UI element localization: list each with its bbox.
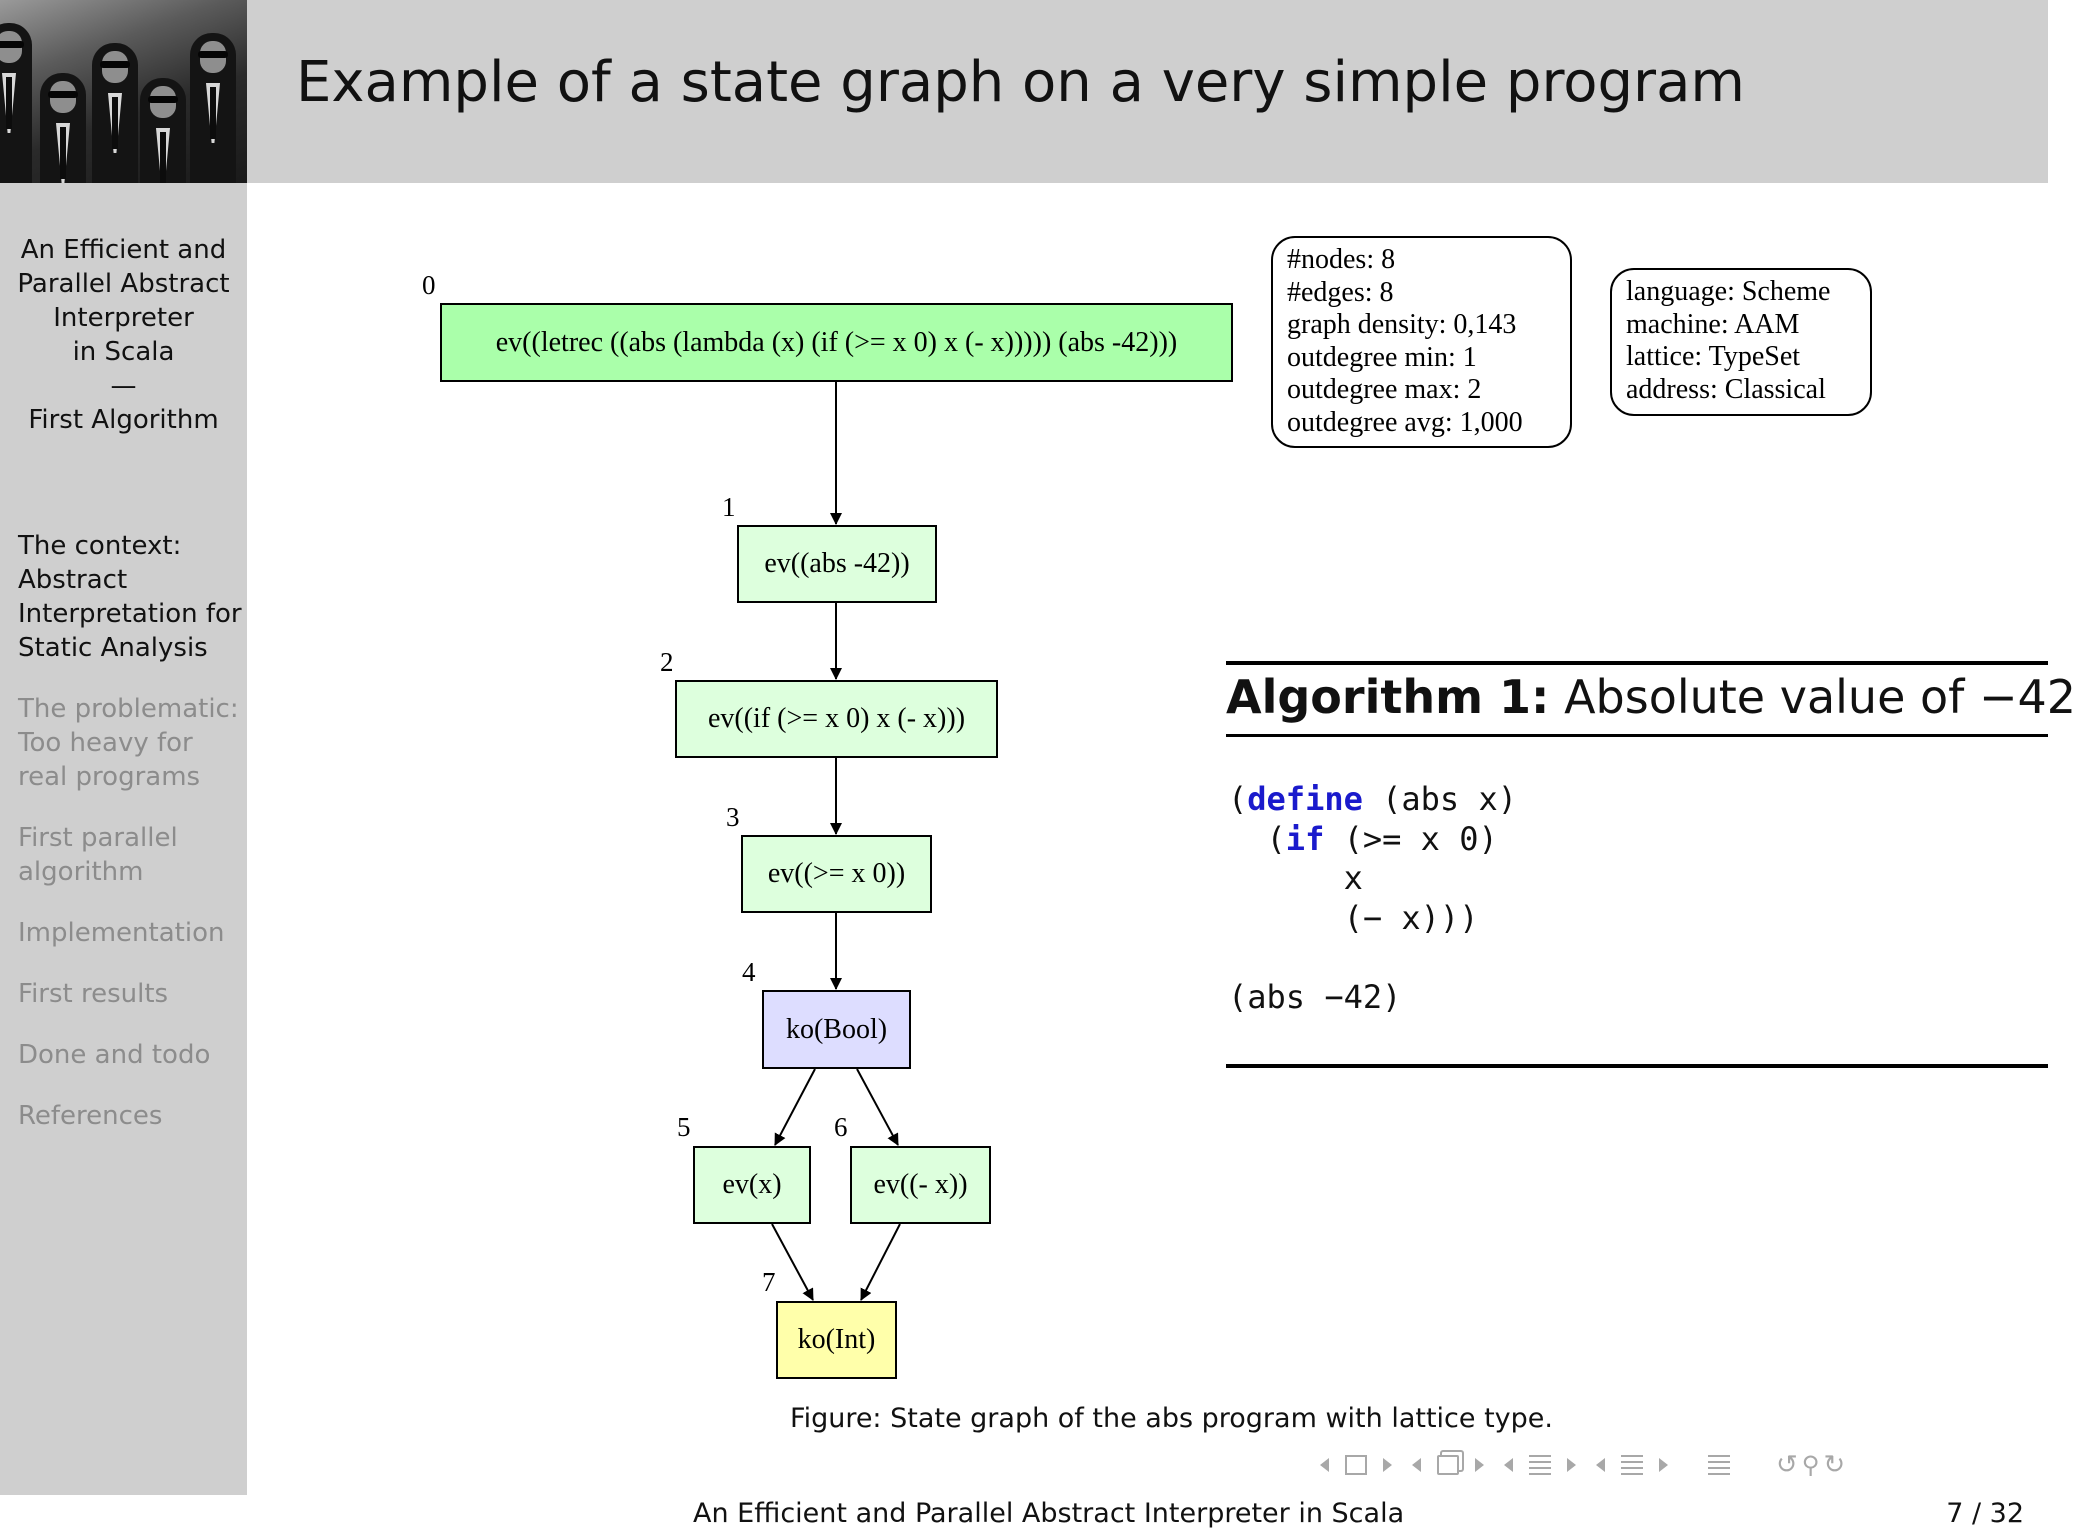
node-id-label: 3: [726, 802, 740, 832]
node-id-label: 1: [722, 492, 736, 522]
document-icon[interactable]: [1708, 1455, 1730, 1475]
graph-stats-box: #nodes: 8 #edges: 8 graph density: 0,143…: [1271, 236, 1572, 448]
code-line: [1228, 938, 1517, 978]
graph-stat: outdegree avg: 1,000: [1287, 406, 1523, 438]
forward-icon[interactable]: ↻: [1823, 1450, 1846, 1480]
code-line: (if (>= x 0): [1228, 819, 1498, 858]
section-icon[interactable]: [1621, 1455, 1643, 1475]
graph-node-0: ev((letrec ((abs (lambda (x) (if (>= x 0…: [440, 303, 1233, 382]
sidebar-title-line: in Scala: [72, 337, 175, 367]
page-number: 7 / 32: [1946, 1498, 2024, 1529]
graph-edge-5-7: [771, 1223, 814, 1301]
node-id-label: 5: [677, 1112, 691, 1142]
prev-section-icon[interactable]: [1596, 1458, 1605, 1472]
prev-frame-icon[interactable]: [1412, 1458, 1421, 1472]
sidebar-item-first-parallel-algorithm[interactable]: First parallel algorithm: [18, 823, 178, 887]
back-icon[interactable]: ↺: [1776, 1450, 1798, 1480]
prev-slide-icon[interactable]: [1320, 1458, 1329, 1472]
slide-header: Example of a state graph on a very simpl…: [0, 0, 2048, 193]
footer-title: An Efficient and Parallel Abstract Inter…: [693, 1498, 1405, 1529]
sidebar-title-line: An Efficient and: [20, 235, 227, 265]
figure-caption: Figure: State graph of the abs program w…: [790, 1403, 1553, 1434]
graph-node-1: ev((abs -42)): [737, 525, 937, 603]
graph-node-2: ev((if (>= x 0) x (- x))): [675, 680, 998, 758]
code-line: (abs −42): [1228, 977, 1402, 1016]
sidebar-nav: The context: Abstract Interpretation for…: [18, 529, 243, 1160]
header-photo: [0, 0, 247, 193]
node-id-label: 2: [660, 647, 674, 677]
sidebar-title-line: Interpreter: [53, 303, 194, 333]
code-keyword: if: [1285, 819, 1325, 858]
graph-config: address: Classical: [1626, 373, 1826, 405]
graph-node-5: ev(x): [693, 1146, 811, 1224]
sidebar-item-context[interactable]: The context: Abstract Interpretation for…: [18, 531, 242, 663]
search-icon[interactable]: ⚲: [1801, 1451, 1820, 1479]
graph-stat: outdegree min: 1: [1287, 341, 1477, 373]
algorithm-title: Algorithm 1: Absolute value of −42: [1226, 670, 2076, 724]
algorithm-label: Algorithm 1:: [1226, 670, 1550, 724]
node-id-label: 7: [762, 1267, 776, 1297]
algorithm-code: (define (abs x) (if (>= x 0) x (− x))) (a…: [1228, 780, 1517, 1017]
subsection-icon[interactable]: [1529, 1455, 1551, 1475]
code-line: x: [1228, 859, 1363, 897]
graph-node-7: ko(Int): [776, 1301, 897, 1379]
slide-title: Example of a state graph on a very simpl…: [296, 50, 1745, 115]
graph-stat: #nodes: 8: [1287, 244, 1396, 275]
graph-node-4: ko(Bool): [762, 990, 911, 1069]
next-slide-icon[interactable]: [1383, 1458, 1392, 1472]
sidebar-item-references[interactable]: References: [18, 1101, 163, 1131]
sidebar-title-line: First Algorithm: [28, 405, 219, 435]
graph-node-3: ev((>= x 0)): [741, 835, 932, 913]
graph-node-6: ev((- x)): [850, 1146, 991, 1224]
sidebar: An Efficient and Parallel Abstract Inter…: [0, 183, 247, 1495]
algorithm-bottom-rule: [1226, 1064, 2048, 1068]
code-line: (− x))): [1228, 898, 1479, 937]
sidebar-item-problematic[interactable]: The problematic: Too heavy for real prog…: [18, 694, 239, 792]
graph-edge-6-7: [860, 1223, 901, 1301]
graph-edge-4-6: [856, 1068, 899, 1146]
algorithm-top-rule: [1226, 661, 2048, 665]
code-keyword: define: [1247, 780, 1363, 818]
graph-stat: outdegree max: 2: [1287, 374, 1482, 405]
sidebar-title-line: Parallel Abstract: [17, 269, 230, 299]
frame-icon[interactable]: [1437, 1455, 1459, 1475]
graph-config: lattice: TypeSet: [1626, 341, 1801, 372]
sidebar-item-first-results[interactable]: First results: [18, 979, 169, 1009]
node-id-label: 6: [834, 1112, 848, 1142]
next-subsection-icon[interactable]: [1567, 1458, 1576, 1472]
algorithm-name: Absolute value of −42: [1564, 670, 2076, 724]
graph-stat: #edges: 8: [1287, 276, 1394, 308]
prev-subsection-icon[interactable]: [1504, 1458, 1513, 1472]
graph-config: language: Scheme: [1626, 276, 1831, 307]
slide-icon[interactable]: [1345, 1455, 1367, 1475]
sidebar-item-implementation[interactable]: Implementation: [18, 918, 225, 948]
graph-config: machine: AAM: [1626, 308, 1800, 340]
sidebar-presentation-title: An Efficient and Parallel Abstract Inter…: [0, 233, 247, 437]
graph-config-box: language: Scheme machine: AAM lattice: T…: [1610, 268, 1872, 416]
code-line: (define (abs x): [1228, 780, 1517, 818]
graph-stat: graph density: 0,143: [1287, 309, 1517, 340]
next-frame-icon[interactable]: [1475, 1458, 1484, 1472]
node-id-label: 4: [742, 957, 756, 987]
node-id-label: 0: [422, 270, 436, 300]
next-section-icon[interactable]: [1659, 1458, 1668, 1472]
algorithm-title-rule: [1226, 734, 2048, 737]
graph-edge-4-5: [774, 1068, 816, 1146]
sidebar-title-line: —: [110, 371, 137, 401]
sidebar-item-done-and-todo[interactable]: Done and todo: [18, 1040, 211, 1070]
beamer-navigation-bar: ↺ ⚲ ↻: [1310, 1448, 1845, 1482]
